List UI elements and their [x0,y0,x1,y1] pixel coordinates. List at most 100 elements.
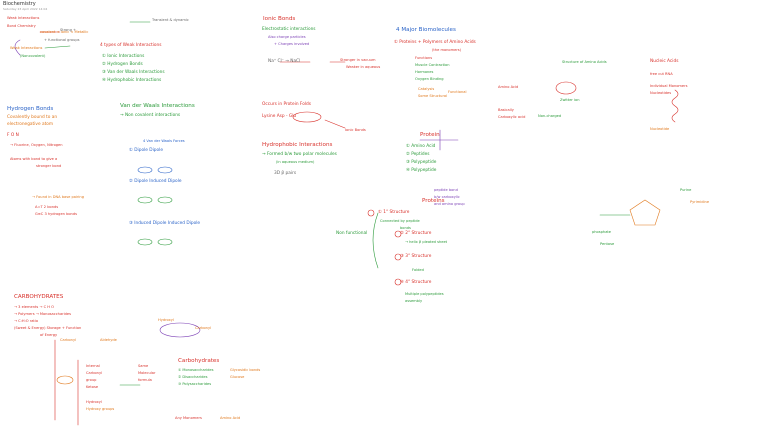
note-t-str-4: Individual Monomers [650,84,688,88]
dipole-3 [137,196,153,204]
bracket-weak [14,39,21,56]
note-t-str-1: Structure of Amino Acids [562,60,607,64]
note-t-ps-0: Non functional [336,231,368,236]
note-t-hbond: ② Hydrogen Bonds [102,62,143,67]
amino-acid-structure [419,129,459,151]
note-t-wi-6: Transient & dynamic [152,18,189,22]
note-t-ps-7: Folded [412,268,424,272]
note-t-c-11: Ketose [86,385,99,389]
helix-sketch [671,89,679,123]
document-header: Biochemistry Saturday 23 April 2022 14:0… [0,0,768,14]
note-t-ion-5: Stronger in vacuum [340,58,376,62]
note-t-nuc-1: Purine [680,188,692,192]
note-t-c-2: → Polymers → Monosaccharides [14,312,71,316]
note-t-ct-3: ③ Polysaccharides [178,382,212,386]
note-t-aa-1: Amino Acid [498,85,519,89]
note-t-c-9: Carbonyl [86,371,103,375]
note-t-aa-4: Carboxylic acid [498,115,526,119]
note-t-pr-4: Oxygen Binding [415,77,444,81]
note-t-c-13: Hydroxy groups [86,407,115,411]
note-t-ps-8: ④ 4° Structure [400,280,432,285]
note-t-wi-5: Strong + [60,28,76,32]
dipole-2 [157,166,173,174]
note-t-p-1: ① Amino Acid [406,144,436,149]
note-t-hb-7: → Found in DNA base pairing [32,195,84,199]
note-t-ion-2: Also charge particles [268,35,306,39]
note-t-str-6: Nucleotide [650,127,670,131]
note-t-pr-3: Hormones [415,70,434,74]
note-t-c-16: formula [138,378,152,382]
note-t-ct-2: ② Disaccharides [178,375,208,379]
note-t-p-2: ② Peptides [406,152,430,157]
note-t-str-5: Nucleotides [650,91,672,95]
note-t-c-3: → C:H:O ratio [14,319,39,323]
circle-ionic [292,111,322,123]
note-t-vdw-4: ② Dipole Induced Dipole [129,179,182,184]
note-h-weak: Weak Interactions [7,16,40,20]
note-t-ct-1: ① Monosaccharides [178,368,214,372]
note-t-ionic: ① Ionic Interactions [102,54,145,59]
level-1-circle [367,209,375,217]
note-h-carbtypes: Carbohydrates [178,358,220,364]
note-t-vdw-1: → Non covalent interactions [120,113,181,118]
note-t-maj-2: (the monomers) [432,48,462,52]
note-t-hb-9: G≡C 3 hydrogen bonds [35,212,77,216]
nucleotide-pentagon [629,199,661,226]
note-t-ion-3: + Charges involved [274,42,310,46]
note-t-maj-1: ① Proteins + Polymers of Amino Acids [394,40,476,45]
bracket-proteins [372,212,379,269]
note-t-aa-5: Non-charged [538,114,562,118]
note-t-ion-9: Ionic Bonds [345,128,366,132]
note-t-ion-7: Occurs in Protein Folds [262,102,312,107]
note-t-hp-2: (in aqueous medium) [276,160,315,164]
note-h-major: 4 Major Biomolecules [396,27,456,33]
note-t-c-6: Carbonyl [60,338,77,342]
note-t-hb-1: Covalently bound to an [7,115,58,120]
note-t-ps-10: assembly [405,299,423,303]
level-3-circle [394,253,402,261]
note-t-ps-2: Connected by peptide [380,219,420,223]
note-t-c-5: of Energy [40,333,58,337]
note-t-vdw: ③ Van der Waals Interactions [102,70,165,75]
note-t-hp-3: 3D β pairs [274,171,297,176]
note-t-hb-5: Atoms with bond to give a [10,157,58,161]
note-t-ps-3: bonds [400,226,411,230]
note-t-c-12: Hydroxyl [86,400,102,404]
note-t-nuc-2: Pyrimidine [690,200,710,204]
note-t-c-7: Aldehyde [100,338,117,342]
note-h-protein: Protein [420,132,440,138]
note-t-ion-4: Na⁺ Cl⁻ → NaCl [268,59,301,64]
note-t-wi-1: covalent < Ionic < Metallic [40,30,89,34]
note-t-p-6: b/w carboxylic [434,195,460,199]
carb-circle-1 [56,375,74,385]
note-t-pr-5: Catalysis [418,87,435,91]
note-h-bond-chem: Bond Chemistry [7,24,36,28]
note-t-c-10: group [86,378,97,382]
note-t-str-2: Nucleic Acids [650,59,679,64]
arrow-ionic-3 [324,119,346,129]
note-t-ps-9: Multiple polypeptides [405,292,444,296]
dipole-6 [157,238,173,246]
note-h-vdw: Van der Waals Interactions [120,103,195,109]
note-t-hp-1: → Formed b/w two polar molecules [262,152,337,157]
note-t-ps-6: ③ 3° Structure [400,254,432,259]
level-4-circle [394,278,402,286]
note-h-hbonds: Hydrogen Bonds [7,106,54,112]
note-t-hb-4: → Fluorine, Oxygen, Nitrogen [10,143,63,147]
note-t-nuc-4: Pentose [600,242,615,246]
note-t-hydro: ④ Hydrophobic Interactions [102,78,162,83]
note-t-wi-4: (Noncovalent) [20,54,46,58]
note-h-proteins2: Proteins [422,198,445,204]
note-t-pr-6: Some Structural [418,94,448,98]
note-t-ion-8: Lysine Asp - Glu [262,114,297,119]
note-t-4types: 4 types of Weak Interactions [100,43,162,48]
arrow-weak-2 [44,45,71,49]
note-t-vdw-5: ③ Induced Dipole Induced Dipole [129,221,201,226]
note-t-ct-7: Amino Acid [220,416,241,420]
note-t-ct-4: Glycosidic bonds [230,368,261,372]
note-t-ps-5: → helix β pleated sheet [405,240,448,244]
note-t-aa-2: Zwitter ion [560,98,580,102]
dipole-1 [137,166,153,174]
note-t-c-18: Carbonyl [195,326,212,330]
note-t-hb-2: electronegative atom [7,122,54,127]
